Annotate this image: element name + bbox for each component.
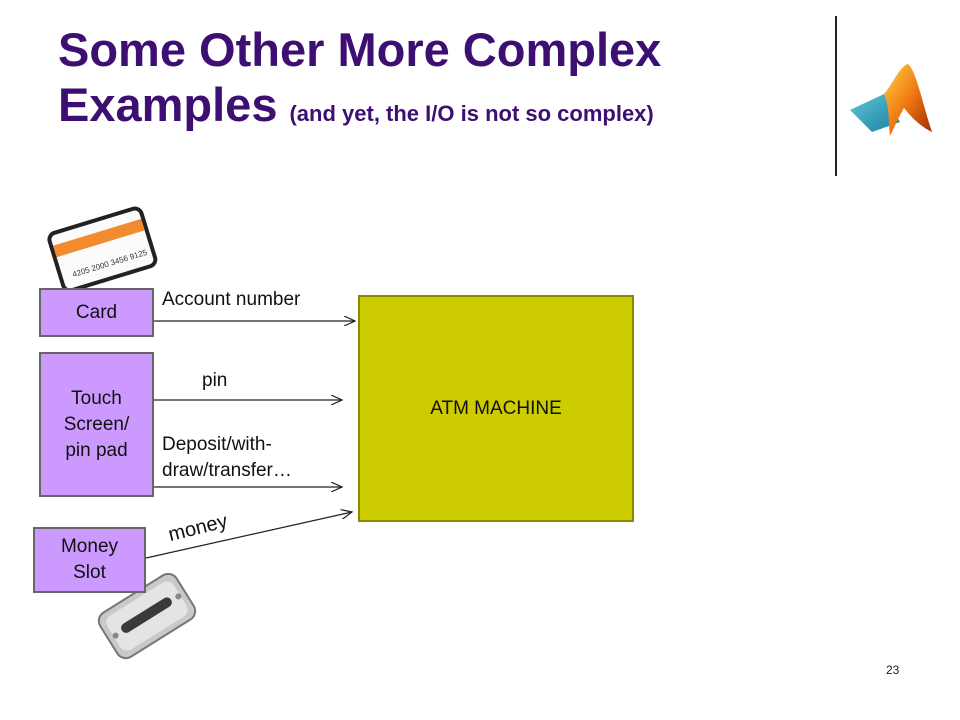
title-line-2: Examples (and yet, the I/O is not so comp… [58,77,661,141]
edge-pin-label: pin [202,370,228,391]
title-main-word: Examples [58,78,278,131]
slide-title: Some Other More Complex Examples (and yet… [58,22,661,141]
money-slot-label-line-1: Money [60,536,119,557]
edge-deposit-label-line-2: draw/transfer… [162,460,292,481]
card-box: Card [39,288,154,337]
page-number: 23 [886,663,900,677]
atm-machine-label: ATM MACHINE [430,397,562,419]
touch-screen-label-line-2: Screen/ [63,413,130,435]
touch-screen-box: Touch Screen/ pin pad [39,352,154,497]
edge-account-number-label: Account number [162,289,301,310]
card-box-label: Card [75,301,118,323]
touch-screen-label-line-1: Touch [71,387,122,409]
touch-screen-label: Touch Screen/ pin pad [64,386,129,464]
money-slot-icon [88,560,206,672]
matlab-logo-icon [850,64,932,136]
edge-money-arrow [145,512,352,559]
edge-deposit-label: Deposit/with- draw/transfer… [162,432,292,484]
header-divider [835,16,837,176]
title-line-1: Some Other More Complex [58,23,662,76]
touch-screen-label-line-3: pin pad [65,439,128,461]
title-subtitle: (and yet, the I/O is not so complex) [289,101,654,126]
edge-deposit-label-line-1: Deposit/with- [162,434,272,455]
money-slot-label-line-2: Slot [73,562,106,583]
atm-machine-box: ATM MACHINE [358,295,634,522]
money-slot-box: Money Slot [33,527,146,593]
money-slot-label: Money Slot [61,534,118,586]
credit-card-icon: 4205 2000 3456 9125 [47,206,158,293]
